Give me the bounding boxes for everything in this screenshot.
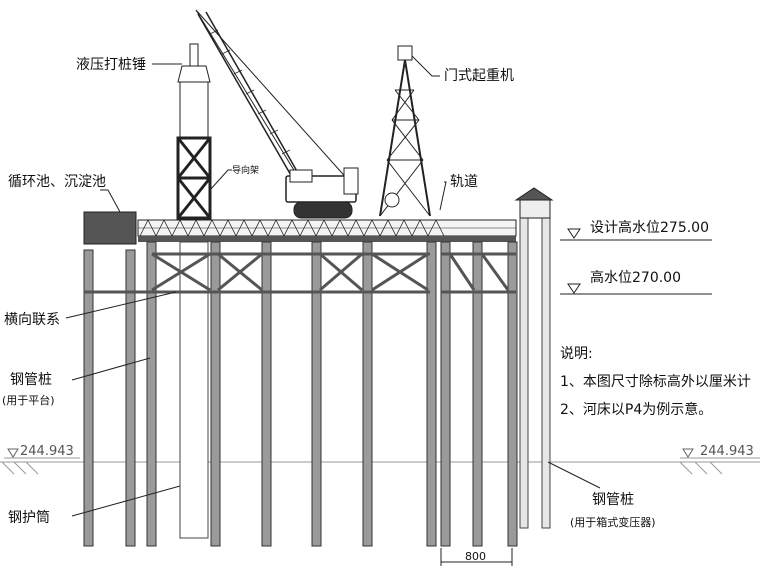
pile <box>261 241 272 547</box>
pile <box>125 249 136 547</box>
notes-title: 说明: <box>560 346 593 362</box>
pile <box>507 241 518 547</box>
steel-pipe-pile-box-label: 钢管桩 <box>592 491 634 508</box>
pile <box>146 241 157 547</box>
high-water-level: 高水位270.00 <box>560 269 712 295</box>
high-water-level-text: 高水位270.00 <box>590 269 681 286</box>
dimension-800-text: 800 <box>465 550 486 563</box>
pile <box>426 241 437 547</box>
pile <box>519 217 529 529</box>
leader-lines <box>65 55 601 517</box>
pile-driver-tower <box>176 43 212 220</box>
steel-casing-label: 钢护筒 <box>8 509 50 526</box>
guide-frame-label: 导向架 <box>232 164 259 176</box>
transformer-house <box>514 187 554 219</box>
steel-pipe-pile-platform-note: (用于平台) <box>2 393 55 407</box>
transverse-bracing <box>84 252 516 294</box>
pile <box>83 249 94 547</box>
transverse-bracing-label: 横向联系 <box>4 312 60 328</box>
notes-line-2: 2、河床以P4为例示意。 <box>560 401 712 418</box>
riverbed-elevation-right-text: 244.943 <box>700 444 754 459</box>
design-water-level: 设计高水位275.00 <box>560 219 712 241</box>
design-water-level-text: 设计高水位275.00 <box>590 219 709 236</box>
ground-hatch-right <box>679 461 723 475</box>
riverbed-elevation-left: 244.943 <box>4 444 80 459</box>
steel-pipe-pile-box-note: (用于箱式变压器) <box>570 515 656 529</box>
sedimentation-pool-label: 循环池、沉淀池 <box>8 174 106 190</box>
gantry-crane-label: 门式起重机 <box>444 68 514 84</box>
riverbed-elevation-left-text: 244.943 <box>20 444 74 459</box>
pile <box>541 217 551 529</box>
pile <box>472 241 483 547</box>
crawler-crane <box>195 9 359 219</box>
notes-line-1: 1、本图尺寸除标高外以厘米计 <box>560 373 751 390</box>
pile <box>210 241 221 547</box>
notes-block: 说明: 1、本图尺寸除标高外以厘米计 2、河床以P4为例示意。 <box>560 346 751 418</box>
dimension-800: 800 <box>440 548 513 566</box>
hydraulic-hammer-label: 液压打桩锤 <box>76 56 146 73</box>
gantry-crane <box>379 45 431 217</box>
pile <box>362 241 373 547</box>
pile <box>311 241 322 547</box>
riverbed-elevation-right: 244.943 <box>680 444 760 459</box>
steel-pipe-pile-platform-label: 钢管桩 <box>10 371 52 388</box>
platform-deck <box>137 219 517 242</box>
platform-piles <box>83 217 551 547</box>
ground-hatch-left <box>1 461 39 475</box>
sedimentation-pool-box <box>83 211 137 245</box>
pile <box>440 241 451 547</box>
track-label: 轨道 <box>450 174 478 190</box>
